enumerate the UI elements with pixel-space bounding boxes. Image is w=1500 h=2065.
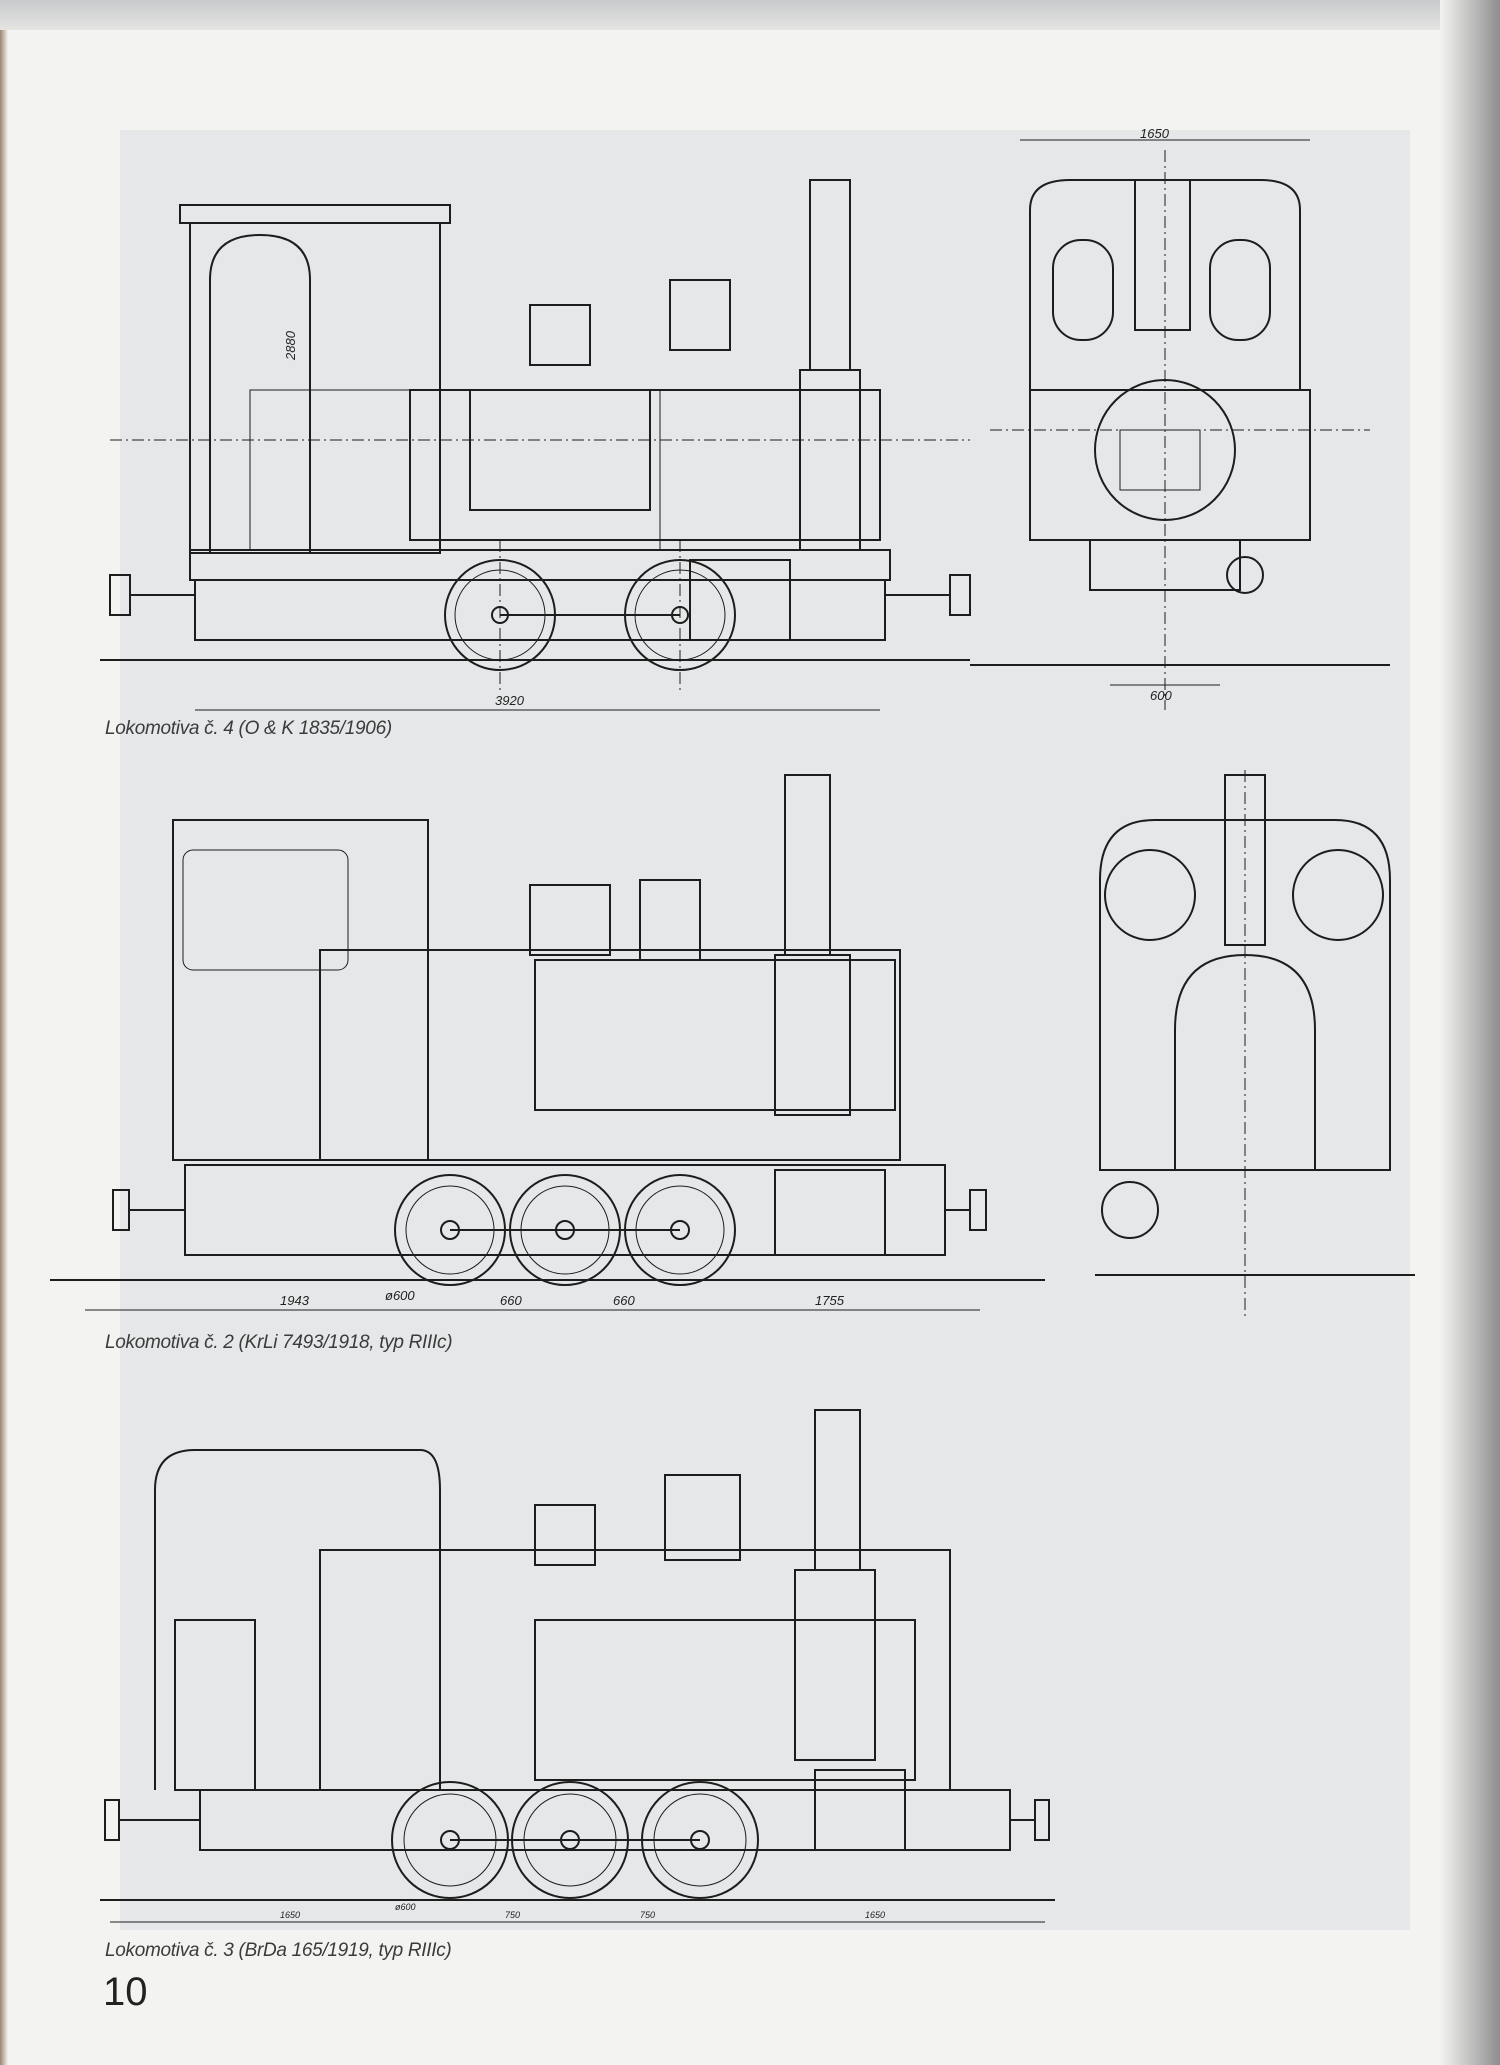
dimension-width: 1650 (1140, 126, 1170, 141)
dimension-wheel: ø600 (395, 1902, 416, 1912)
figure-3-side-view: ø600 1650 750 750 1650 (100, 1409, 1055, 1923)
dimension-height: 2880 (283, 330, 298, 361)
figure-caption: Lokomotiva č. 3 (BrDa 165/1919, typ RIII… (105, 1940, 452, 1961)
dimension-gauge: 600 (1150, 688, 1172, 703)
figure-2-end-view (1095, 770, 1415, 1320)
figure-1-side-view: 3920 2880 (100, 179, 971, 711)
dimension-segment: 1650 (280, 1910, 300, 1920)
dimension-segment: 1650 (865, 1910, 885, 1920)
figure-1-end-view: 1650 600 (970, 126, 1390, 710)
dimension-segment: 1943 (280, 1293, 310, 1308)
scan-top-edge (0, 0, 1500, 30)
page-number: 10 (103, 1970, 148, 2014)
scan-left-edge (0, 30, 8, 2065)
dimension-segment: 750 (505, 1910, 520, 1920)
dimension-segment: 660 (500, 1293, 522, 1308)
dimension-segment: 750 (640, 1910, 655, 1920)
figure-2-side-view: ø600 1943 660 660 1755 (50, 774, 1045, 1311)
dimension-segment: 1755 (815, 1293, 845, 1308)
dimension-segment: 660 (613, 1293, 635, 1308)
figure-caption: Lokomotiva č. 2 (KrLi 7493/1918, typ RII… (105, 1332, 453, 1353)
dimension-wheel: ø600 (385, 1288, 415, 1303)
dimension-length: 3920 (495, 693, 525, 708)
figure-caption: Lokomotiva č. 4 (O & K 1835/1906) (105, 718, 392, 739)
page-gutter-shadow (1440, 0, 1500, 2065)
